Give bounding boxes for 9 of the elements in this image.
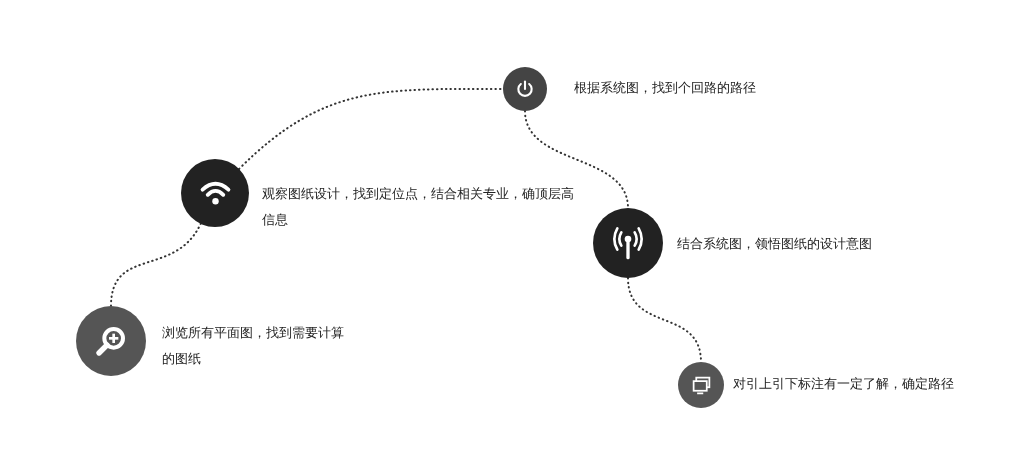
dotted-connector bbox=[627, 277, 702, 363]
step-description: 结合系统图，领悟图纸的设计意图 bbox=[677, 235, 873, 253]
step-description: 根据系统图，找到个回路的路径 bbox=[574, 79, 757, 97]
step-description: 对引上引下标注有一定了解，确定路径 bbox=[733, 375, 955, 393]
dotted-connector bbox=[524, 110, 629, 209]
step-description: 浏览所有平面图，找到需要计算的图纸 bbox=[162, 324, 345, 368]
dotted-connector bbox=[110, 222, 202, 307]
step-description: 观察图纸设计，找到定位点，结合相关专业，确顶层高信息 bbox=[262, 185, 575, 229]
dotted-connector bbox=[238, 87, 504, 170]
